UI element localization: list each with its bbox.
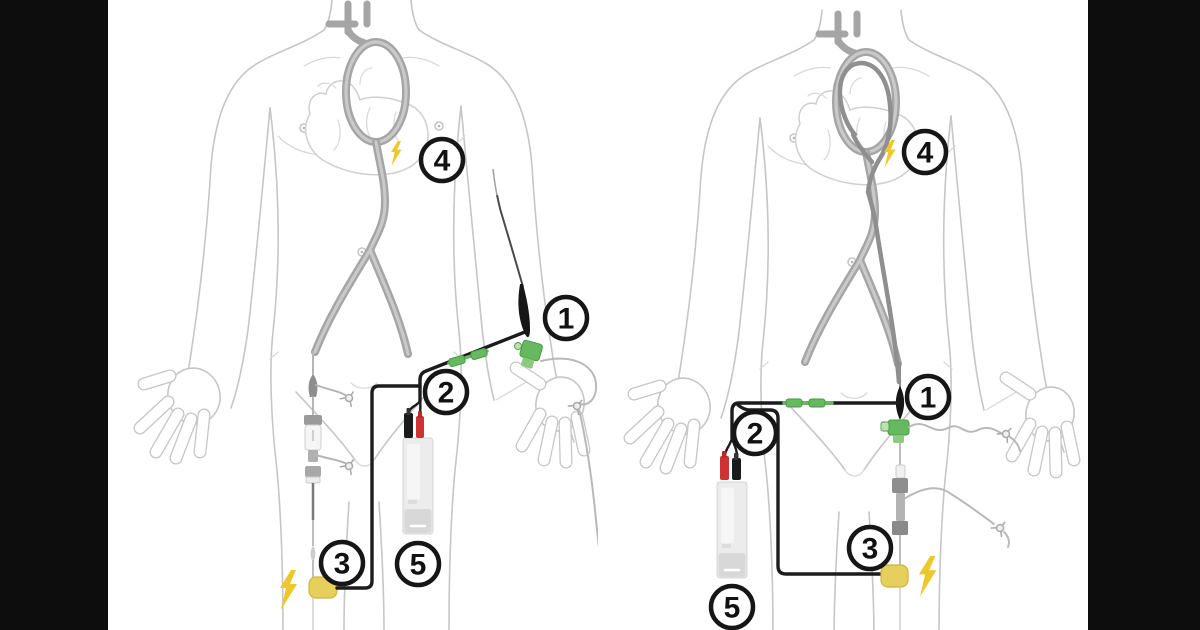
marker-4: 4 [418, 136, 466, 184]
catheter-connectors [892, 443, 1012, 566]
femoral-catheter-assembly [304, 351, 361, 577]
electrosurgery-connector [880, 564, 909, 630]
marker-2-label: 2 [438, 377, 455, 410]
marker-3-label: 3 [334, 548, 351, 581]
cable-green-marker [448, 354, 466, 368]
black-lead-connector [404, 413, 413, 438]
femoral-sheath [880, 419, 910, 443]
marker-5: 5 [708, 583, 756, 630]
marker-4: 4 [901, 128, 949, 176]
cable-green-marker [470, 347, 488, 361]
red-lead-connector [416, 416, 424, 438]
generator-device [401, 408, 435, 536]
marker-5: 5 [394, 540, 442, 588]
panel-radial-access: 1 2 3 4 5 [108, 0, 598, 630]
marker-1-label: 1 [920, 382, 937, 415]
guidewire [908, 422, 1021, 452]
heart-and-aorta [306, 4, 428, 354]
marker-4-label: 4 [434, 145, 451, 178]
stopcock-icon [339, 454, 361, 476]
electrosurgery-connector [308, 576, 338, 630]
marker-5-label: 5 [410, 549, 427, 582]
black-lead-connector [732, 458, 741, 480]
marker-3: 3 [318, 539, 366, 587]
connector-cable [335, 330, 527, 590]
panel-femoral-access: 1 2 3 4 5 [598, 0, 1088, 630]
cable-green-marker [808, 398, 826, 408]
cable-green-marker [785, 398, 803, 408]
guidewire [540, 357, 598, 549]
sheath-hub [308, 374, 318, 397]
marker-1: 1 [542, 294, 590, 342]
marker-5-label: 5 [724, 592, 741, 625]
generator-device [715, 451, 749, 580]
heart-and-aorta [796, 14, 918, 364]
access-needle [492, 168, 530, 338]
lightning-bolt-icon [919, 556, 937, 597]
letterbox-right [1088, 0, 1200, 630]
marker-4-label: 4 [917, 137, 934, 170]
marker-1-label: 1 [558, 303, 575, 336]
stopcock-icon [339, 386, 361, 408]
marker-2-label: 2 [747, 418, 764, 451]
marker-1: 1 [904, 373, 952, 421]
illustration-area: 1 2 3 4 5 [108, 0, 1088, 630]
marker-3: 3 [846, 524, 894, 572]
marker-2: 2 [731, 409, 779, 457]
aortic-catheter [837, 60, 902, 385]
red-lead-connector [720, 456, 729, 480]
marker-3-label: 3 [862, 533, 879, 566]
access-needle [895, 362, 905, 420]
radial-sheath [514, 339, 543, 369]
marker-2: 2 [422, 368, 470, 416]
stopcock-icon [990, 516, 1012, 538]
letterbox-left [0, 0, 108, 630]
